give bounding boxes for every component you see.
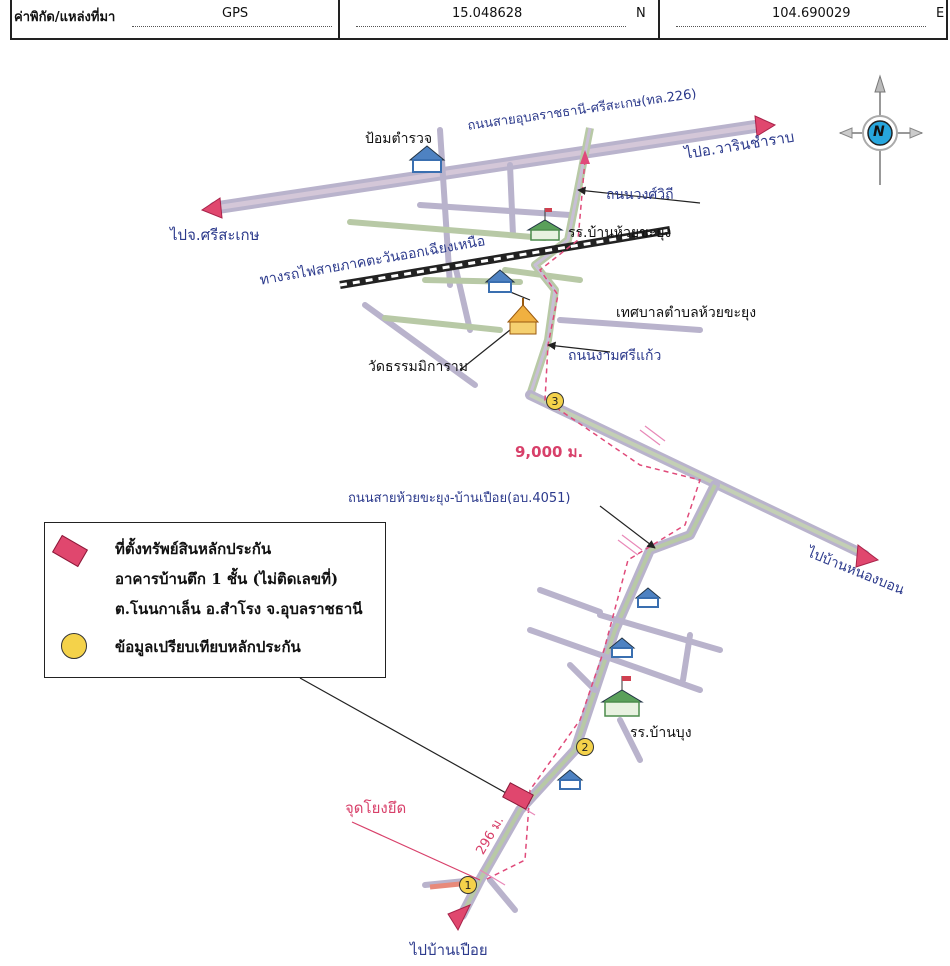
compass-letter: N xyxy=(873,124,885,140)
header-cell-source: ค่าพิกัด/แหล่งที่มา GPS xyxy=(12,0,340,38)
house-icon-1 xyxy=(634,587,662,608)
legend-property-line3: ต.โนนกาเล็น อ.สำโรง จ.อุบลราชธานี xyxy=(115,600,363,618)
railway-line xyxy=(339,226,671,289)
road-to-nong-bon xyxy=(525,390,870,560)
arrow-to-warin xyxy=(754,115,777,137)
dotted-line xyxy=(132,26,332,27)
legend-property-line1: ที่ตั้งทรัพย์สินหลักประกัน xyxy=(115,540,272,558)
label-distance-9000: 9,000 ม. xyxy=(515,443,584,461)
arrow-to-nong-bon xyxy=(855,544,880,568)
compass-icon xyxy=(838,74,924,185)
label-to-ban-pueai: ไปบ้านเปือย xyxy=(410,941,488,959)
label-to-sisaket: ไปจ.ศรีสะเกษ xyxy=(170,226,260,244)
police-box-icon xyxy=(408,145,446,173)
longitude-direction: E xyxy=(936,6,945,21)
highway-226 xyxy=(208,119,765,215)
label-road-4051: ถนนสายห้วยขะยุง-บ้านเปือย(อบ.4051) xyxy=(348,491,571,506)
legend-property-swatch xyxy=(52,534,88,568)
location-map xyxy=(200,74,924,932)
arrow-to-ban-pueai xyxy=(447,904,472,932)
collateral-property-marker xyxy=(502,782,534,810)
label-temple: วัดธรรมมิการาม xyxy=(368,359,468,375)
legend-property-line2: อาคารบ้านตึก 1 ชั้น (ไม่ติดเลขที่) xyxy=(115,570,339,588)
pointer-lines xyxy=(299,186,701,881)
dotted-line xyxy=(676,26,926,27)
label-ngam-srikaew: ถนนงามศรีแก้ว xyxy=(568,348,662,364)
comparable-marker-1: 1 xyxy=(459,876,477,894)
legend-comparable: ข้อมูลเปรียบเทียบหลักประกัน xyxy=(115,638,301,656)
route-dashed xyxy=(484,159,701,881)
label-police-box: ป้อมตำรวจ xyxy=(365,131,433,147)
local-roads-south xyxy=(422,587,723,913)
comparable-marker-2: 2 xyxy=(576,738,594,756)
comparable-marker-3: 3 xyxy=(546,392,564,410)
route-arrow-head xyxy=(580,150,590,164)
municipality-icon xyxy=(484,269,516,293)
school-icon-north xyxy=(526,208,564,241)
label-school-huai-khayung: รร.บ้านห้วยขะยุง xyxy=(568,225,672,241)
legend-comparable-swatch xyxy=(61,633,87,659)
latitude-value: 15.048628 xyxy=(452,6,523,21)
label-wongwithi: ถนนวงศ์วิถี xyxy=(606,187,674,203)
header-cell-latitude: 15.048628 N xyxy=(340,0,660,38)
label-school-ban-bung: รร.บ้านบุง xyxy=(630,725,692,741)
label-municipality: เทศบาลตำบลห้วยขะยุง xyxy=(616,305,757,321)
latitude-direction: N xyxy=(636,6,646,21)
map-legend: ที่ตั้งทรัพย์สินหลักประกัน อาคารบ้านตึก … xyxy=(44,522,386,678)
coordinate-header: ค่าพิกัด/แหล่งที่มา GPS 15.048628 N 104.… xyxy=(10,0,948,40)
header-cell-longitude: 104.690029 E xyxy=(660,0,950,38)
school-icon-south xyxy=(600,676,644,717)
label-reference-point: จุดโยงยึด xyxy=(345,799,407,817)
road-4051 xyxy=(457,480,720,920)
longitude-value: 104.690029 xyxy=(772,6,851,21)
house-icon-2 xyxy=(608,637,636,658)
header-label: ค่าพิกัด/แหล่งที่มา xyxy=(14,10,116,25)
arrow-to-sisaket xyxy=(200,197,223,219)
header-source: GPS xyxy=(222,6,249,21)
dotted-line xyxy=(356,26,626,27)
house-icon-3 xyxy=(556,769,584,790)
temple-icon xyxy=(506,298,540,335)
